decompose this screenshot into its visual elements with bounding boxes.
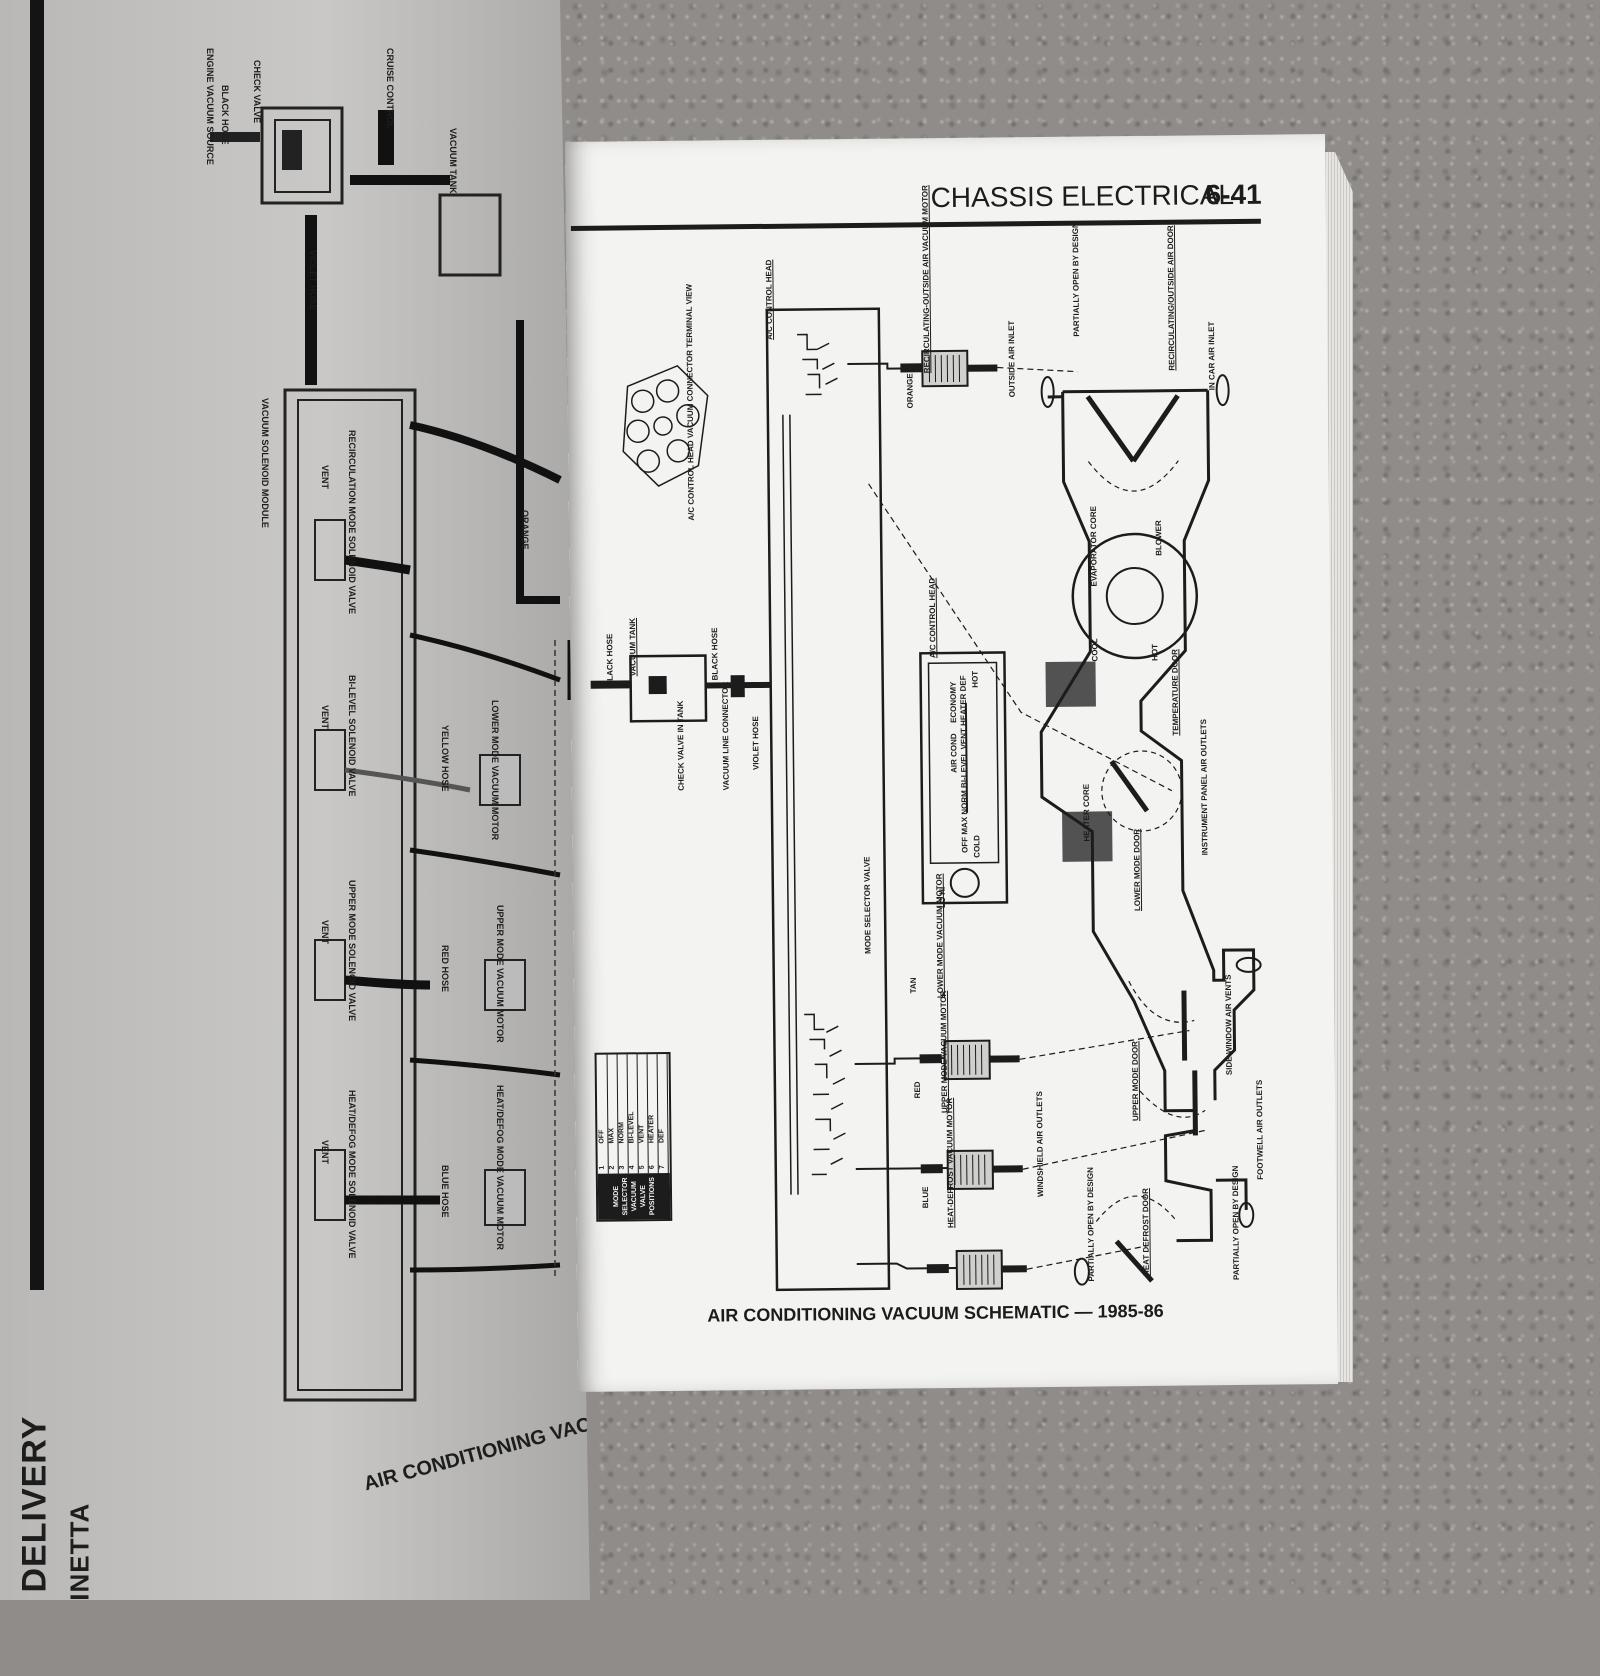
label-blower: BLOWER [1153,520,1164,556]
left-label-recirc-valve: RECIRCULATION MODE SOLENOID VALVE [347,430,357,615]
label-blue-hose: BLUE [920,1186,931,1209]
label-upper-mode-door: UPPER MODE DOOR [1130,1041,1141,1122]
figure-caption: AIR CONDITIONING VACUUM SCHEMATIC — 1985… [707,1300,1164,1326]
row-val: MAX [608,1127,616,1144]
left-page-subtitle: BERLINETTA [64,1502,95,1676]
left-label-engine-vacuum-source: ENGINE VACUUM SOURCE [205,48,215,165]
panel-air-cond: AIR COND [949,733,959,774]
left-label-blue-hose: BLUE HOSE [440,1165,450,1218]
left-label-upper-motor: UPPER MODE VACUUM MOTOR [495,905,505,1043]
label-recirc-door: RECIRCULATING/OUTSIDE AIR DOOR [1165,225,1177,371]
label-ac-control-head-mid: A/C CONTROL HEAD [927,577,938,659]
left-label-vent-2: VENT [320,705,330,730]
row-num: 2 [608,1165,616,1170]
row-num: 4 [628,1165,636,1170]
left-label-lower-motor: LOWER MODE VACUUM MOTOR [490,700,500,841]
left-page: ENGINE VACUUM SOURCE BLACK HOSE CHECK VA… [0,0,590,1600]
label-vacuum-tank: VACUUM TANK [627,617,638,677]
left-label-solenoid-module: VACUUM SOLENOID MODULE [260,398,270,528]
vacuum-schematic [590,307,1262,1292]
panel-lo-hi: LO HI [937,886,948,909]
row-val: VENT [638,1124,646,1144]
panel-modes: OFF MAX NORM BI-LEVEL VENT HEATER DEF [958,675,970,853]
row-val: OFF [598,1129,606,1144]
left-label-bi-level-valve: BI-LEVEL SOLENOID VALVE [347,675,357,797]
label-red-hose: RED [912,1081,923,1099]
label-instrument-panel: INSTRUMENT PANEL AIR OUTLETS [1199,719,1210,856]
label-hot: HOT [1150,643,1160,661]
left-label-upper-valve: UPPER MODE SOLENOID VALVE [347,880,357,1022]
left-label-check-valve: CHECK VALVE [252,60,262,124]
row-num: 3 [618,1165,626,1170]
label-check-valve: CHECK VALVE IN TANK [675,700,686,791]
left-label-vent-1: VENT [320,465,330,490]
label-heater-core: HEATER CORE [1081,783,1092,842]
label-in-car-air-inlet: IN CAR AIR INLET [1206,321,1217,391]
panel-hot: HOT [970,670,980,688]
header-rule [570,218,1261,231]
label-ac-control-head-top: A/C CONTROL HEAD [764,259,775,340]
left-label-violet-hose: VIOLET HOSE [308,250,318,311]
row-num: 1 [598,1165,606,1170]
label-lower-mode-door: LOWER MODE DOOR [1132,828,1143,912]
left-label-red-hose: RED HOSE [440,945,450,993]
label-footwell: FOOTWELL AIR OUTLETS [1254,1079,1265,1180]
row-val: NORM [618,1122,626,1144]
label-side-window: SIDE WINDOW AIR VENTS [1223,974,1234,1076]
right-page: CHASSIS ELECTRICAL 6-41 [565,134,1339,1392]
panel-cold: COLD [972,835,982,858]
label-violet-hose: VIOLET HOSE [751,716,761,771]
left-label-vent-4: VENT [320,1140,330,1165]
left-schematic [210,106,573,1402]
left-label-vent-3: VENT [320,920,330,945]
row-val: BI-LEVEL [628,1111,636,1144]
left-label-heat-defog-motor: HEAT/DEFOG MODE VACUUM MOTOR [495,1085,505,1250]
panel-economy: ECONOMY [948,681,959,724]
left-label-vacuum-tank: VACUUM TANK [448,128,458,194]
left-label-cruise-control: CRUISE CONTROL [385,48,395,129]
label-temperature-door: TEMPERATURE DOOR [1170,649,1181,736]
label-orange-hose: ORANGE [905,373,915,409]
label-black-hose-left: BLACK HOSE [605,633,615,687]
left-label-yellow-hose: YELLOW HOSE [440,725,450,792]
label-partially-open-top: PARTIALLY OPEN BY DESIGN [1070,222,1082,337]
left-label-heat-defog-valve: HEAT/DEFOG MODE SOLENOID VALVE [347,1090,357,1259]
mode-table-row: 7 DEF [656,1053,669,1174]
row-num: 5 [638,1165,646,1170]
row-val: DEF [658,1129,666,1144]
label-vacuum-line-connector: VACUUM LINE CONNECTOR [720,681,731,791]
label-partially-open-left: PARTIALLY OPEN BY DESIGN [1085,1167,1096,1282]
label-black-hose: BLACK HOSE [710,627,720,681]
label-tan-hose: TAN [908,977,918,994]
label-cool: COOL [1090,638,1100,662]
row-num: 6 [648,1165,656,1170]
label-upper-mode-motor: UPPER MODE VACUUM MOTOR [938,990,950,1114]
left-label-orange: ORANGE [520,510,530,550]
label-windshield: WINDSHIELD AIR OUTLETS [1034,1091,1046,1198]
row-num: 7 [658,1165,666,1170]
label-heat-defrost-motor: HEAT-DEFROST VACUUM MOTOR [945,1097,956,1229]
label-evaporator-core: EVAPORATOR CORE [1088,505,1099,587]
mode-selector-table: MODE SELECTOR VACUUM VALVE POSITIONS 1 OF… [594,1051,673,1222]
label-mode-selector-valve: MODE SELECTOR VALVE [862,856,873,954]
section-title: CHASSIS ELECTRICAL [930,178,1235,214]
left-page-title: AIR DELIVERY [15,1415,54,1665]
page-number: 6-41 [1205,178,1262,211]
label-partially-open-right: PARTIALLY OPEN BY DESIGN [1230,1165,1241,1281]
label-heat-defrost-door: HEAT DEFROST DOOR [1140,1188,1151,1277]
label-outside-air-inlet: OUTSIDE AIR INLET [1006,320,1017,398]
mode-table-heading: MODE SELECTOR VACUUM VALVE POSITIONS [597,1172,671,1220]
left-page-bar [30,0,44,1290]
row-val: HEATER [648,1114,656,1144]
left-label-black-hose: BLACK HOSE [220,85,230,145]
